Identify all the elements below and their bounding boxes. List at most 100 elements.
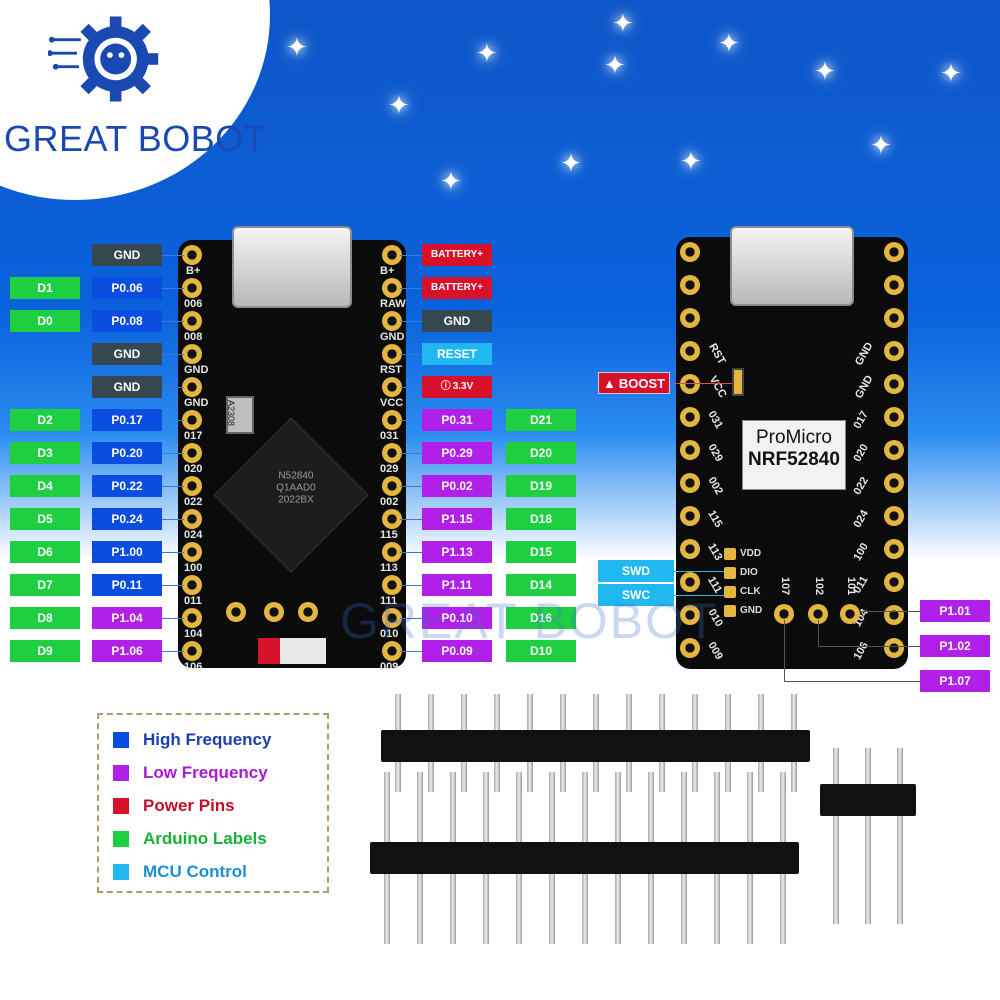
front-left-pad bbox=[182, 542, 202, 562]
label-connector bbox=[400, 552, 422, 553]
short-header-pin bbox=[833, 816, 839, 924]
back-left-pad bbox=[680, 473, 700, 493]
top-header-pin bbox=[394, 762, 401, 792]
bottom-header-pin bbox=[416, 874, 423, 944]
label-connector bbox=[400, 585, 422, 586]
bottom-header-pin bbox=[449, 874, 456, 944]
port-label: P0.29 bbox=[422, 442, 492, 464]
legend-label: MCU Control bbox=[143, 862, 247, 881]
label-connector bbox=[400, 354, 422, 355]
back-left-pad bbox=[680, 374, 700, 394]
port-label: P0.17 bbox=[92, 409, 162, 431]
bottom-header-pin bbox=[614, 772, 621, 842]
front-right-silk: GND bbox=[380, 331, 405, 343]
front-right-pad bbox=[382, 377, 402, 397]
white-button bbox=[280, 638, 326, 664]
debug-pin-label: DIO bbox=[740, 567, 758, 578]
back-left-pad bbox=[680, 638, 700, 658]
top-header-pin bbox=[757, 694, 764, 730]
port-label: P0.02 bbox=[422, 475, 492, 497]
back-left-pad bbox=[680, 440, 700, 460]
chip-text-line2: Q1AAD0 bbox=[276, 482, 316, 494]
swd-connector bbox=[674, 571, 732, 572]
front-left-silk: 024 bbox=[184, 529, 203, 541]
back-right-pad bbox=[884, 308, 904, 328]
back-right-pad bbox=[884, 605, 904, 625]
chip-text-line1: N52840 bbox=[278, 470, 314, 482]
swc-label: SWC bbox=[598, 584, 674, 606]
arduino-label: D0 bbox=[10, 310, 80, 332]
top-header-pin bbox=[724, 694, 731, 730]
back-bottom-pad bbox=[840, 604, 860, 624]
back-bottom-pad bbox=[774, 604, 794, 624]
front-left-silk: 104 bbox=[184, 628, 203, 640]
back-right-pad bbox=[884, 275, 904, 295]
back-left-pad bbox=[680, 341, 700, 361]
arduino-label: D9 bbox=[10, 640, 80, 662]
port-label: P1.00 bbox=[92, 541, 162, 563]
back-left-pad bbox=[680, 539, 700, 559]
legend-label: Power Pins bbox=[143, 796, 235, 815]
bottom-connector bbox=[818, 620, 819, 646]
label-connector bbox=[400, 519, 422, 520]
bottom-connector bbox=[818, 646, 920, 647]
front-left-silk: GND bbox=[184, 397, 209, 409]
arduino-label: D5 bbox=[10, 508, 80, 530]
top-header-pin bbox=[790, 762, 797, 792]
top-header-pin bbox=[790, 694, 797, 730]
bottom-header-pin bbox=[713, 874, 720, 944]
front-left-pad bbox=[182, 278, 202, 298]
legend-label: Low Frequency bbox=[143, 763, 268, 782]
front-left-silk: 008 bbox=[184, 331, 203, 343]
front-left-pad bbox=[182, 509, 202, 529]
back-title-line1: ProMicro bbox=[755, 427, 832, 448]
front-left-pad bbox=[182, 245, 202, 265]
sparkle-icon: ✦ bbox=[680, 146, 702, 176]
label-connector bbox=[162, 486, 184, 487]
swc-connector bbox=[674, 595, 732, 596]
port-label: GND bbox=[92, 343, 162, 365]
short-header-pin bbox=[897, 748, 903, 784]
front-left-silk: 106 bbox=[184, 661, 203, 673]
port-label: P0.31 bbox=[422, 409, 492, 431]
top-header-pin bbox=[592, 694, 599, 730]
label-connector bbox=[162, 453, 184, 454]
port-label: P0.06 bbox=[92, 277, 162, 299]
bottom-header-pin bbox=[647, 772, 654, 842]
label-connector bbox=[162, 255, 184, 256]
usb-c-connector bbox=[232, 226, 352, 308]
bottom-header-pin bbox=[383, 874, 390, 944]
port-label: P1.13 bbox=[422, 541, 492, 563]
front-left-silk: 022 bbox=[184, 496, 203, 508]
top-header-pin bbox=[691, 694, 698, 730]
front-right-pad bbox=[382, 344, 402, 364]
sparkle-icon: ✦ bbox=[440, 166, 462, 196]
front-right-silk: 009 bbox=[380, 661, 399, 673]
front-right-silk: RST bbox=[380, 364, 402, 376]
sparkle-icon: ✦ bbox=[612, 8, 634, 38]
label-connector bbox=[400, 321, 422, 322]
bottom-header-pin bbox=[548, 874, 555, 944]
sparkle-icon: ✦ bbox=[388, 90, 410, 120]
bottom-header-pin bbox=[680, 874, 687, 944]
red-button bbox=[258, 638, 280, 664]
arduino-label: D6 bbox=[10, 541, 80, 563]
label-connector bbox=[400, 387, 422, 388]
top-header-pin bbox=[724, 762, 731, 792]
front-right-silk: 029 bbox=[380, 463, 399, 475]
legend-swatch bbox=[113, 798, 129, 814]
legend-label: High Frequency bbox=[143, 730, 272, 749]
debug-pin-label: GND bbox=[740, 605, 763, 616]
back-right-pad bbox=[884, 539, 904, 559]
front-left-pad bbox=[182, 377, 202, 397]
arduino-label: D20 bbox=[506, 442, 576, 464]
back-title-line2: NRF52840 bbox=[748, 449, 840, 470]
bottom-connector bbox=[784, 620, 785, 681]
back-right-pad bbox=[884, 572, 904, 592]
bottom-header-pin bbox=[548, 772, 555, 842]
boost-label: BOOST bbox=[618, 375, 666, 391]
back-left-pad bbox=[680, 572, 700, 592]
legend-item: Power Pins bbox=[113, 795, 235, 817]
top-header-pin bbox=[592, 762, 599, 792]
